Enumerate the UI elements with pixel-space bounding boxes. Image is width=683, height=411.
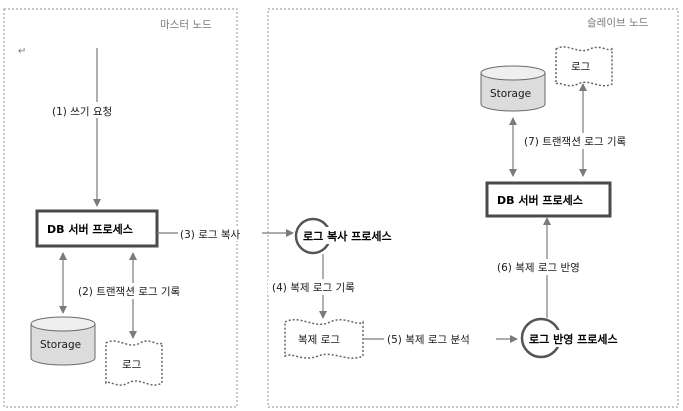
master-tx-log-label: (2) 트랜잭션 로그 기록 [78, 286, 181, 298]
slave-node-title: 슬레이브 노드 [587, 17, 649, 29]
slave-storage-cylinder [480, 65, 546, 112]
log-copy-process-label: 로그 복사 프로세스 [303, 229, 392, 243]
log-copy-label: (3) 로그 복사 [180, 229, 241, 241]
master-log-label: 로그 [122, 359, 142, 371]
slave-storage-label: Storage [490, 88, 531, 100]
slave-tx-log-label: (7) 트랜잭션 로그 기록 [524, 136, 627, 148]
master-db-process-label: DB 서버 프로세스 [47, 222, 133, 236]
repl-log-label: 복제 로그 [298, 334, 340, 346]
slave-node-region [267, 8, 679, 408]
slave-db-process-box [485, 181, 612, 218]
repl-log-record-label: (4) 복제 로그 기록 [272, 282, 355, 294]
write-request-label: (1) 쓰기 요청 [52, 106, 112, 118]
master-storage-cylinder [30, 316, 96, 366]
repl-log-analyze-label: (5) 복제 로그 분석 [387, 334, 470, 346]
log-apply-process-label: 로그 반영 프로세스 [529, 332, 618, 346]
master-node-region [3, 8, 238, 408]
master-storage-label: Storage [40, 339, 81, 351]
paragraph-mark: ↵ [18, 46, 26, 57]
slave-db-process-label: DB 서버 프로세스 [497, 193, 583, 207]
slave-log-label: 로그 [571, 61, 591, 73]
repl-log-document [284, 319, 364, 359]
slave-log-document [555, 46, 613, 87]
master-db-process-box [35, 209, 159, 248]
repl-log-apply-label: (6) 복제 로그 반영 [497, 262, 580, 274]
master-log-document [105, 340, 163, 386]
master-node-title: 마스터 노드 [160, 19, 212, 31]
